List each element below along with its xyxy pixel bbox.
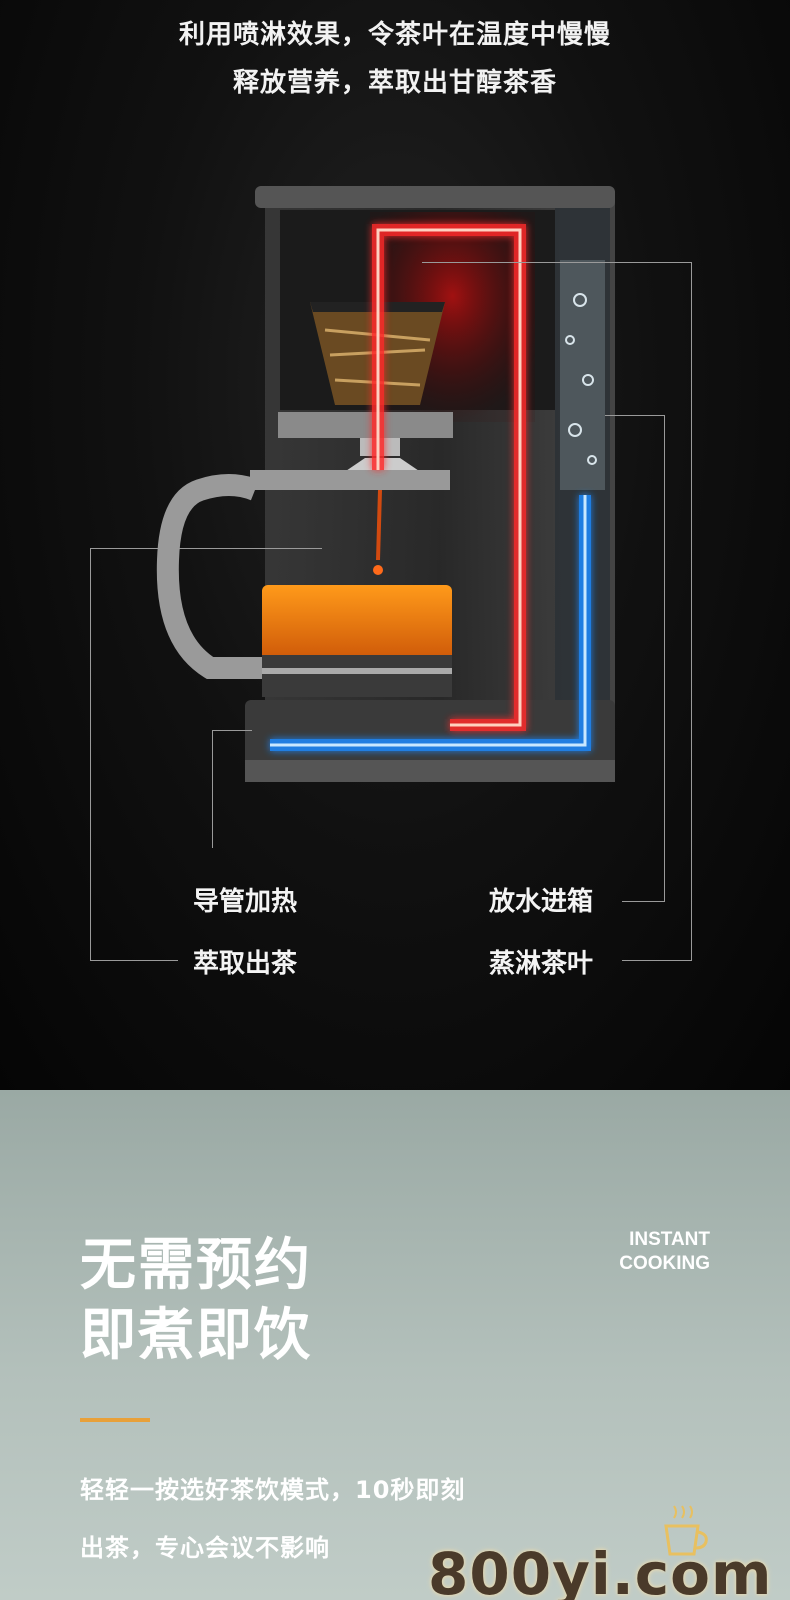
title-line-2: 即煮即饮 <box>80 1303 312 1368</box>
headline-line-2: 释放营养，萃取出甘醇茶香 <box>232 68 557 98</box>
callout-pipe-heating: 导管加热 <box>193 887 298 917</box>
headline-line-1: 利用喷淋效果，令茶叶在温度中慢慢 <box>178 20 611 50</box>
english-line-2: COOKING <box>619 1253 710 1274</box>
english-line-1: INSTANT <box>629 1229 710 1250</box>
product-diagram-section: 利用喷淋效果，令茶叶在温度中慢慢 释放营养，萃取出甘醇茶香 <box>0 0 790 1090</box>
coffee-cup-icon <box>664 1505 708 1556</box>
callout-water-in: 放水进箱 <box>489 887 594 917</box>
description-line-1: 轻轻一按选好茶饮模式，10秒即刻 <box>80 1476 466 1504</box>
instant-cooking-section: 无需预约 即煮即饮 INSTANT COOKING 轻轻一按选好茶饮模式，10秒… <box>0 1090 790 1600</box>
tea-machine-illustration <box>156 186 615 782</box>
title-line-1: 无需预约 <box>80 1233 312 1298</box>
watermark: 800yi.com <box>428 1540 773 1600</box>
description-line-2: 出茶，专心会议不影响 <box>80 1534 330 1562</box>
english-subtitle: INSTANT COOKING <box>619 1228 710 1276</box>
callout-extract-tea: 萃取出茶 <box>193 949 298 979</box>
accent-bar <box>80 1418 150 1422</box>
callout-steam-spray: 蒸淋茶叶 <box>489 949 594 979</box>
